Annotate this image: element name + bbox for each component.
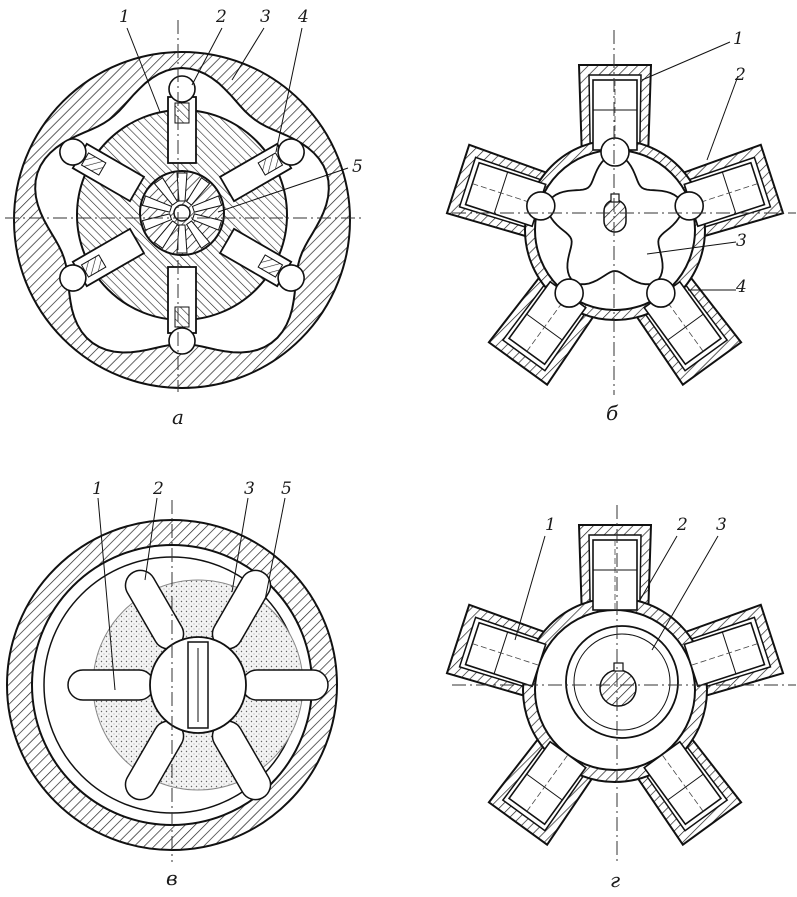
- key: [610, 193, 620, 203]
- roller: [526, 191, 556, 221]
- label-c-2: 2: [152, 479, 164, 499]
- shaft: [599, 669, 637, 707]
- label-a-2: 2: [215, 7, 227, 27]
- label-b-2: 2: [734, 65, 746, 85]
- piston: [67, 669, 155, 701]
- roller: [59, 138, 87, 166]
- roller: [59, 264, 87, 292]
- label-b-3: 3: [736, 231, 747, 251]
- roller: [674, 191, 704, 221]
- figure-c-ball-piston-motor: 1 2 3 5 в: [6, 479, 338, 890]
- shaft: [173, 204, 191, 222]
- caption-b: б: [606, 401, 619, 425]
- label-c-3: 3: [244, 479, 255, 499]
- piston: [218, 138, 305, 203]
- roller: [600, 137, 630, 167]
- piston: [59, 138, 146, 203]
- label-c-5: 5: [281, 479, 292, 499]
- pistons: [464, 539, 766, 826]
- piston: [167, 266, 197, 355]
- piston: [507, 740, 587, 826]
- label-c-1: 1: [92, 479, 103, 499]
- caption-c: в: [166, 866, 178, 890]
- piston: [218, 227, 305, 292]
- piston: [683, 621, 766, 688]
- figure-b-star-motor: 1 2 3 4 б: [445, 29, 796, 425]
- caption-d: г: [610, 868, 620, 892]
- roller: [168, 327, 196, 355]
- piston: [464, 161, 547, 228]
- roller: [277, 138, 305, 166]
- key: [613, 662, 624, 672]
- piston: [59, 227, 146, 292]
- pistons: [67, 569, 329, 801]
- piston: [592, 539, 638, 611]
- piston: [464, 621, 547, 688]
- label-b-4: 4: [735, 277, 747, 297]
- roller: [277, 264, 305, 292]
- label-a-3: 3: [260, 7, 271, 27]
- figure-a-radial-piston-motor: 1 2 3 4 5 a: [5, 7, 363, 429]
- piston: [167, 75, 197, 164]
- label-a-4: 4: [297, 7, 309, 27]
- label-d-1: 1: [545, 515, 556, 535]
- label-d-3: 3: [716, 515, 727, 535]
- roller: [168, 75, 196, 103]
- label-a-5: 5: [352, 157, 363, 177]
- label-b-1: 1: [733, 29, 744, 49]
- pistons: [59, 75, 305, 355]
- caption-a: a: [172, 405, 184, 429]
- label-d-2: 2: [676, 515, 688, 535]
- piston: [643, 740, 723, 826]
- label-a-1: 1: [119, 7, 130, 27]
- roller: [646, 278, 676, 308]
- shaft: [603, 199, 627, 233]
- piston: [241, 669, 329, 701]
- figure-d-star-motor-eccentric: 1 2 3 г: [445, 505, 796, 892]
- roller: [554, 278, 584, 308]
